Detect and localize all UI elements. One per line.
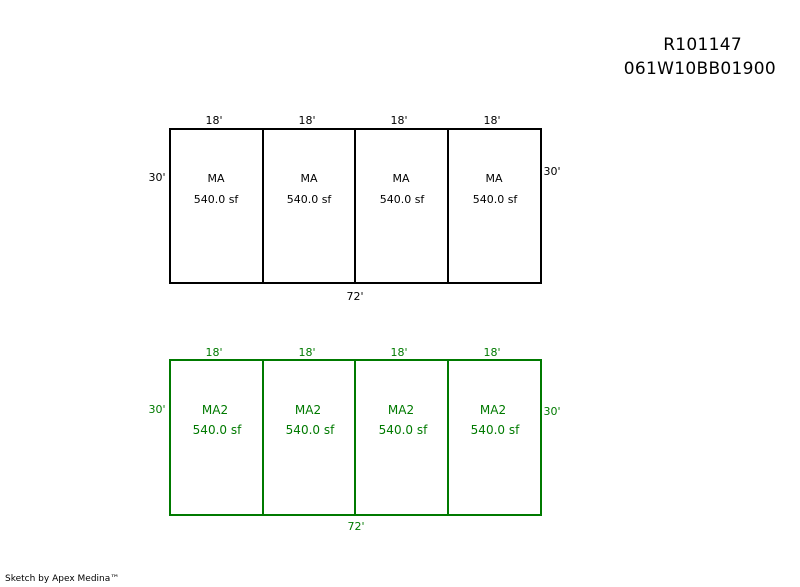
top-dimension: 18' [483, 114, 500, 127]
top-dimension: 18' [298, 114, 315, 127]
top-dimension: 18' [205, 114, 222, 127]
map-number: 061W10BB01900 [623, 59, 776, 79]
parcel-id: R101147 [663, 35, 742, 55]
area-size: 540.0 sf [380, 193, 426, 206]
right-dimension: 30' [543, 405, 560, 418]
top-dimension: 18' [298, 346, 315, 359]
area-code: MA2 [202, 403, 228, 417]
top-dimension: 18' [390, 114, 407, 127]
area-code: MA2 [480, 403, 506, 417]
area-code: MA [392, 172, 409, 185]
area-size: 540.0 sf [287, 193, 333, 206]
area-size: 540.0 sf [473, 193, 519, 206]
area-code: MA [485, 172, 502, 185]
sketch-credit: Sketch by Apex Medina™ [5, 574, 120, 584]
area-code: MA [207, 172, 224, 185]
area-code: MA2 [295, 403, 321, 417]
area-code: MA [300, 172, 317, 185]
top-dimension: 18' [205, 346, 222, 359]
floor-2-sketch: 18' 18' 18' 18' 30' 30' 72' MA2 540.0 sf… [148, 346, 560, 533]
area-size: 540.0 sf [379, 423, 428, 437]
area-size: 540.0 sf [286, 423, 335, 437]
area-code: MA2 [388, 403, 414, 417]
bottom-dimension: 72' [347, 520, 364, 533]
top-dimension: 18' [390, 346, 407, 359]
top-dimension: 18' [483, 346, 500, 359]
left-dimension: 30' [148, 403, 165, 416]
area-size: 540.0 sf [193, 423, 242, 437]
area-size: 540.0 sf [471, 423, 520, 437]
area-size: 540.0 sf [194, 193, 240, 206]
bottom-dimension: 72' [346, 290, 363, 303]
left-dimension: 30' [148, 171, 165, 184]
right-dimension: 30' [543, 165, 560, 178]
floor-1-sketch: 18' 18' 18' 18' 30' 30' 72' MA 540.0 sf … [148, 114, 560, 303]
